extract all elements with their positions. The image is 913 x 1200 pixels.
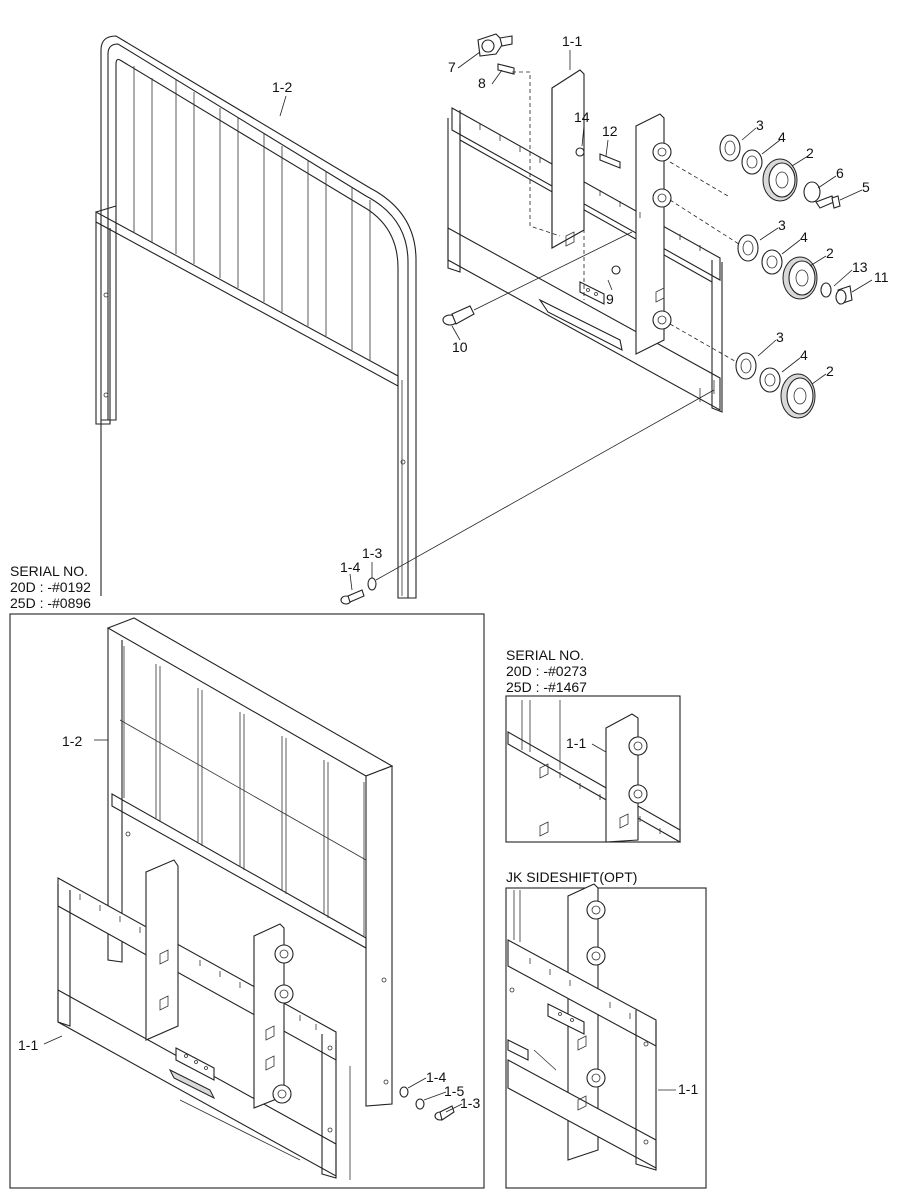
inset-b-detail [507, 700, 681, 843]
inset-a-carriage [57, 859, 337, 1179]
callout-4-a: 4 [778, 129, 786, 145]
callout-2-b: 2 [826, 245, 834, 261]
backrest-bars [133, 66, 371, 360]
inset-b-line2: 25D : -#1467 [506, 679, 587, 695]
hook-bolt-7 [477, 33, 513, 57]
bolt-10 [442, 305, 475, 326]
callout-1-4-inset: 1-4 [426, 1069, 446, 1085]
callout-6: 6 [836, 165, 844, 181]
inset-b-heading: SERIAL NO. [506, 647, 584, 663]
callout-10: 10 [452, 339, 468, 355]
callout-1-2-inset: 1-2 [62, 733, 82, 749]
inset-b-header: SERIAL NO. 20D : -#0273 25D : -#1467 [506, 647, 587, 695]
inset-a-header: SERIAL NO. 20D : -#0192 25D : -#0896 [10, 563, 91, 611]
callout-1-2-top: 1-2 [272, 79, 292, 95]
callout-1-1-inset-b: 1-1 [566, 735, 586, 751]
callout-3-a: 3 [756, 117, 764, 133]
callout-7: 7 [448, 59, 456, 75]
load-backrest-main [95, 35, 417, 599]
inset-b-frame [505, 695, 681, 843]
inset-c-detail [507, 883, 657, 1171]
callout-1-1-inset: 1-1 [18, 1037, 38, 1053]
callout-3-b: 3 [778, 217, 786, 233]
inset-c-frame [505, 887, 707, 1189]
callout-8: 8 [478, 75, 486, 91]
inset-a-line2: 25D : -#0896 [10, 595, 91, 611]
callout-14: 14 [574, 109, 590, 125]
roller-set-upper [719, 134, 841, 209]
callout-1-3-inset: 1-3 [460, 1095, 480, 1111]
callout-11: 11 [874, 269, 889, 285]
callout-2-a: 2 [806, 145, 814, 161]
callout-1-1-top: 1-1 [562, 33, 582, 49]
callout-12: 12 [602, 123, 618, 139]
bolt-12 [599, 153, 621, 169]
carriage-main [447, 69, 723, 413]
nut-14 [575, 147, 585, 157]
callout-9: 9 [606, 291, 614, 307]
callout-4-c: 4 [800, 347, 808, 363]
callout-1-4-top: 1-4 [340, 559, 360, 575]
pin-8 [497, 63, 515, 75]
inset-b-line1: 20D : -#0273 [506, 663, 587, 679]
callout-2-c: 2 [826, 363, 834, 379]
callout-3-c: 3 [776, 329, 784, 345]
inset-a-frame [9, 613, 485, 1189]
nut-9 [611, 265, 621, 275]
inset-a-line1: 20D : -#0192 [10, 579, 91, 595]
inset-c-heading: JK SIDESHIFT(OPT) [506, 869, 637, 885]
callout-1-1-inset-c: 1-1 [678, 1081, 698, 1097]
inset-a-heading: SERIAL NO. [10, 563, 88, 579]
callout-13: 13 [852, 259, 868, 275]
callout-4-b: 4 [800, 229, 808, 245]
callout-1-5-inset: 1-5 [444, 1083, 464, 1099]
roller-set-middle [737, 234, 853, 305]
callout-5: 5 [862, 179, 870, 195]
roller-set-lower [735, 352, 816, 419]
callout-1-3-top: 1-3 [362, 545, 382, 561]
inset-a-backrest [106, 617, 394, 1107]
bolt-1-4-top [340, 577, 377, 605]
